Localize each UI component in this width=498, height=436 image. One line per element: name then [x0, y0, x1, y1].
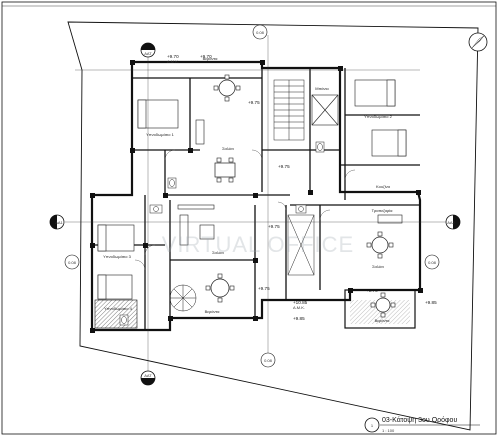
title-block: 1 03-Κάτοψη 3ου Ορόφου 1 : 100: [364, 416, 480, 433]
room-label-living-center: Σαλόνι: [212, 250, 224, 255]
level-tag: +9.70: [200, 54, 212, 59]
room-label-bath: Μπάνιο: [315, 86, 329, 91]
view-number: 1: [371, 423, 374, 428]
stair-core: [169, 79, 315, 312]
dining-tables: [205, 74, 396, 318]
level-tag: +9.75: [278, 164, 290, 169]
north-arrow-icon: [468, 32, 488, 52]
room-label-dining: Τραπεζαρία: [372, 208, 394, 213]
dimension-lines: [65, 35, 455, 385]
level-tag: +9.70: [366, 288, 378, 293]
sofas: [177, 119, 403, 246]
level-tag: +9.75: [248, 100, 260, 105]
grid-bubbles: 0.08 0.08 0.08 0.08: [64, 24, 440, 368]
level-tag: +9.85: [425, 300, 437, 305]
grid-bubble-right: 0.08: [428, 260, 437, 265]
level-tag: +9.75: [268, 224, 280, 229]
room-label-balcony-1: Βεράντα: [205, 309, 221, 314]
section-marker-top: ΑΑΤ: [140, 42, 156, 58]
grid-bubble-bottom: 0.08: [264, 358, 273, 363]
grid-bubble-left: 0.08: [68, 260, 77, 265]
section-marker-right: ΑΑ2: [445, 214, 461, 230]
room-label-bed-4: Υπνοδωμάτιο 4: [104, 306, 132, 311]
room-labels: Σαλόνι Σαλόνι Σαλόνι Υπνοδωμάτιο 1 Υπνοδ…: [103, 56, 393, 323]
section-marker-bottom: ΑΑΤ: [140, 370, 156, 386]
sanitary-fixtures: [119, 141, 325, 326]
section-label-left: ΑΑ1: [55, 220, 63, 225]
door-swings: [134, 149, 356, 271]
room-label-bed-1: Υπνοδωμάτιο 1: [146, 132, 174, 137]
room-label-kitchen: Κουζίνα: [376, 184, 391, 189]
level-tag-amk: Α.Μ.Κ.: [167, 59, 179, 64]
beds: [97, 79, 407, 300]
room-label-balcony-3: Βεράντα: [375, 318, 391, 323]
room-label-living-right: Σαλόνι: [372, 264, 384, 269]
room-label-bed-2: Υπνοδωμάτιο 2: [364, 114, 392, 119]
lift-shaft: [311, 94, 339, 126]
level-tag: +10.85: [293, 300, 308, 305]
level-tag: +9.75: [258, 286, 270, 291]
section-marker-left: ΑΑ1: [49, 214, 65, 230]
watermark-text: VIRTUAL OFFICE: [162, 232, 354, 257]
section-label-bottom: ΑΑΤ: [144, 373, 152, 378]
drawing-title: 03-Κάτοψη 3ου Ορόφου: [382, 416, 457, 424]
room-label-bed-3: Υπνοδωμάτιο 3: [103, 254, 131, 259]
structural-columns: [90, 60, 423, 333]
level-tag: +9.85: [293, 316, 305, 321]
level-tag: +9.70: [167, 54, 179, 59]
room-label-living-left: Σαλόνι: [222, 146, 234, 151]
plot-boundary: [67, 21, 479, 431]
room-label-balcony-2: Βεράντα: [203, 56, 219, 61]
level-annotations: +9.70 Α.Μ.Κ. +9.70 +9.75 +9.75 +9.75 +9.…: [167, 54, 437, 321]
grid-bubble-top: 0.08: [256, 30, 265, 35]
drawing-scale: 1 : 100: [382, 428, 395, 433]
section-label-right: ΑΑ2: [447, 220, 455, 225]
section-label-top: ΑΑΤ: [144, 51, 152, 56]
level-tag-amk: Α.Μ.Κ.: [293, 305, 305, 310]
